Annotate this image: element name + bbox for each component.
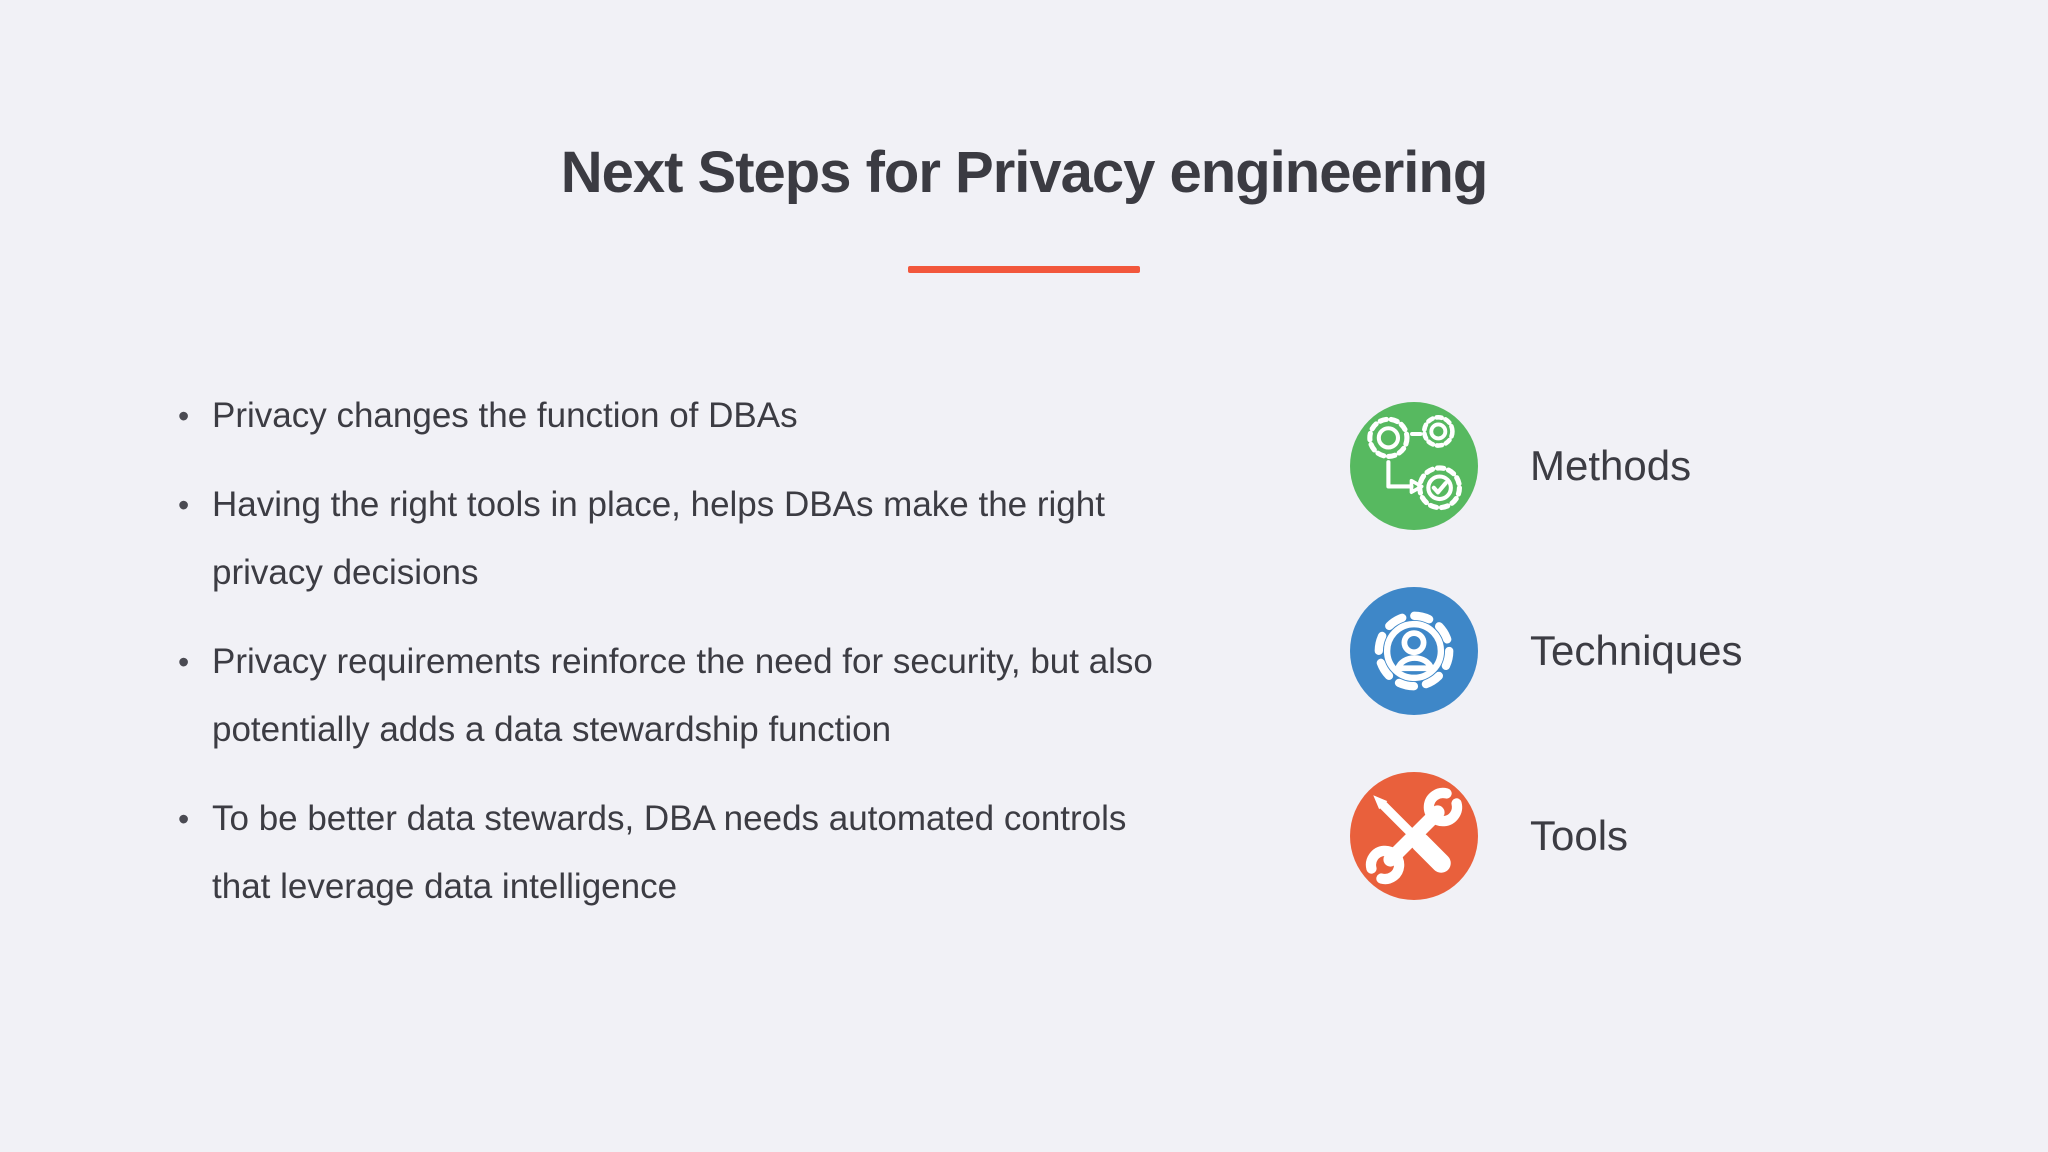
feature-row-methods: Methods — [1350, 402, 1742, 530]
feature-row-techniques: Techniques — [1350, 587, 1742, 715]
bullet-item: Privacy changes the function of DBAs — [176, 382, 1191, 450]
bullet-item: Privacy requirements reinforce the need … — [176, 628, 1191, 764]
feature-label-techniques: Techniques — [1530, 627, 1743, 674]
feature-label-tools: Tools — [1530, 812, 1629, 859]
techniques-badge — [1350, 587, 1478, 715]
workflow-gears-icon — [1367, 415, 1462, 511]
bullet-item: Having the right tools in place, helps D… — [176, 471, 1191, 607]
title-accent-divider — [908, 266, 1140, 273]
feature-list: Methods Techniques — [1350, 402, 1742, 900]
feature-row-tools: Tools — [1350, 772, 1742, 900]
wrench-screwdriver-icon — [1365, 787, 1463, 885]
bullet-item: To be better data stewards, DBA needs au… — [176, 785, 1191, 921]
methods-badge — [1350, 402, 1478, 530]
bullet-list: Privacy changes the function of DBAs Hav… — [176, 382, 1191, 942]
gear-user-icon — [1374, 611, 1454, 691]
feature-label-methods: Methods — [1530, 442, 1692, 489]
tools-badge — [1350, 772, 1478, 900]
page-title: Next Steps for Privacy engineering — [560, 140, 1489, 205]
